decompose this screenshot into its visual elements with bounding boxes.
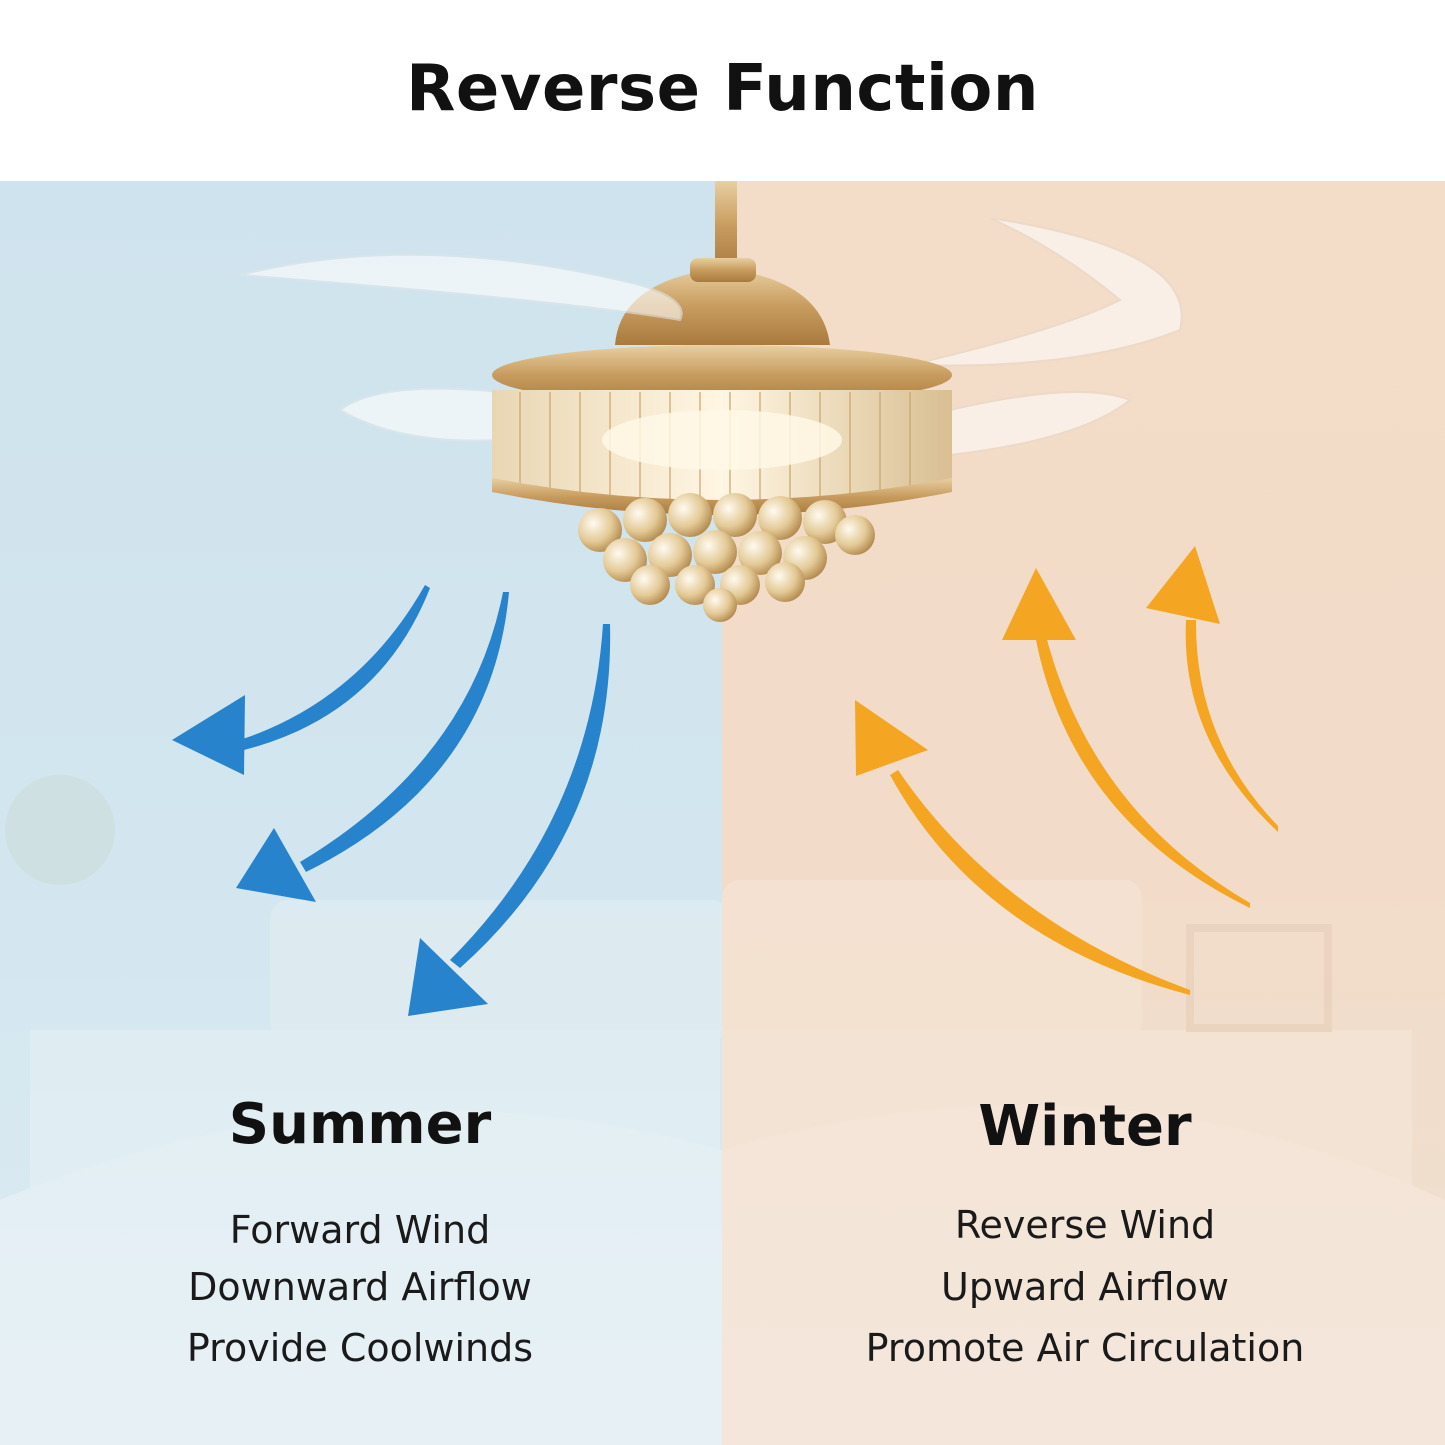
winter-line-3: Promote Air Circulation [865,1326,1305,1370]
ceiling-fan-image [239,181,1183,622]
summer-arrow-1 [172,585,430,775]
summer-airflow-arrows [172,585,611,1016]
winter-arrow-2 [1002,568,1250,908]
page-title: Reverse Function [406,52,1039,126]
summer-line-1: Forward Wind [229,1208,491,1252]
scene-illustration [0,181,1445,1445]
crystal-balls [578,493,875,622]
summer-arrow-2 [236,592,509,902]
winter-line-1: Reverse Wind [954,1203,1216,1247]
winter-line-2: Upward Airflow [941,1265,1229,1309]
summer-line-3: Provide Coolwinds [186,1326,534,1370]
winter-arrow-3 [1146,546,1278,832]
winter-airflow-arrows [855,546,1278,995]
summer-heading: Summer [228,1092,492,1157]
winter-arrow-1 [855,700,1190,995]
bedroom-background [0,775,1445,1445]
summer-line-2: Downward Airflow [188,1265,532,1309]
winter-heading: Winter [978,1094,1192,1159]
summer-arrow-3 [408,624,611,1016]
